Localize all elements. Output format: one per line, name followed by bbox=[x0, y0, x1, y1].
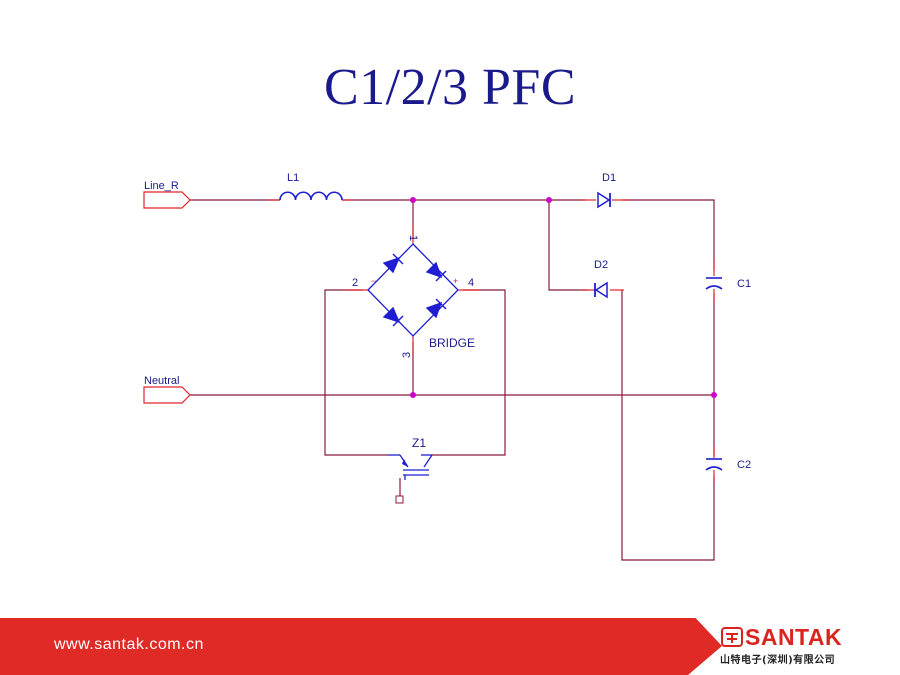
inductor-l1-label: L1 bbox=[287, 172, 299, 184]
junctions bbox=[410, 197, 717, 398]
capacitor-c2: C2 bbox=[705, 458, 751, 471]
wire-bridge-pin2 bbox=[324, 289, 388, 456]
inductor-l1: L1 bbox=[279, 172, 343, 201]
footer-url[interactable]: www.santak.com.cn bbox=[54, 636, 204, 653]
line-port-label: Line_R bbox=[144, 180, 179, 192]
wire-d2-out bbox=[621, 290, 715, 561]
switch-z1-label: Z1 bbox=[412, 436, 426, 450]
diode-d1: D1 bbox=[597, 172, 616, 209]
bridge-label: BRIDGE bbox=[429, 336, 475, 350]
switch-z1: Z1 bbox=[388, 436, 433, 504]
wire-d2-branch bbox=[548, 200, 588, 291]
pfc-schematic: Line_R Neutral L1 D1 D2 C1 C2 bbox=[143, 172, 751, 561]
bridge-plus-label: + bbox=[453, 276, 458, 286]
bridge-pin4-label: 4 bbox=[468, 277, 474, 289]
bridge-pin2-label: 2 bbox=[352, 277, 358, 289]
pin-stubs bbox=[268, 199, 715, 482]
gate-terminal bbox=[395, 495, 404, 504]
brand-name: SANTAK bbox=[745, 624, 843, 650]
bridge-minus-label: − bbox=[371, 276, 376, 286]
neutral-port-label: Neutral bbox=[144, 375, 179, 387]
line-port: Line_R bbox=[143, 180, 191, 209]
wires bbox=[190, 199, 715, 561]
bridge-pin1-label: 1 bbox=[407, 235, 419, 241]
capacitor-c1-label: C1 bbox=[737, 278, 751, 290]
neutral-port: Neutral bbox=[143, 375, 191, 404]
diode-d2-label: D2 bbox=[594, 259, 608, 271]
slide-title: C1/2/3 PFC bbox=[323, 59, 577, 116]
santak-logo-icon bbox=[721, 627, 743, 647]
diode-d2: D2 bbox=[594, 259, 608, 299]
capacitor-c2-label: C2 bbox=[737, 459, 751, 471]
bridge-rectifier: 1 2 3 4 − + BRIDGE bbox=[352, 235, 475, 358]
capacitor-c1: C1 bbox=[705, 277, 751, 290]
wire-bridge-pin4 bbox=[432, 289, 506, 456]
bridge-pin3-label: 3 bbox=[401, 352, 413, 358]
company-name: 山特电子(深圳)有限公司 bbox=[720, 655, 836, 666]
logo-panel bbox=[688, 610, 900, 675]
wire-d1-to-c1 bbox=[622, 199, 715, 270]
diode-d1-label: D1 bbox=[602, 172, 616, 184]
